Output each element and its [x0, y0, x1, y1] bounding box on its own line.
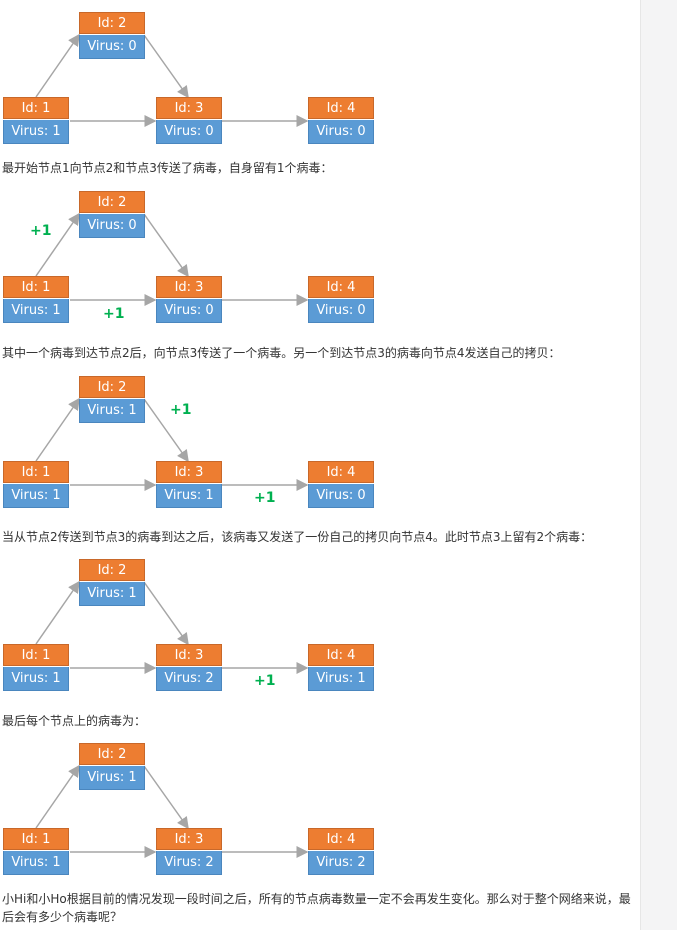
node-virus-label: Virus: 2 [156, 851, 222, 875]
node-2: Id: 2 Virus: 1 [79, 559, 145, 606]
diagram-5: Id: 1 Virus: 1 Id: 2 Virus: 1 Id: 3 Viru… [0, 731, 640, 881]
node-id-label: Id: 2 [79, 12, 145, 34]
node-virus-label: Virus: 0 [79, 35, 145, 59]
diagram-edges [35, 212, 309, 306]
edge-2-3 [143, 581, 189, 646]
edge-1-2 [35, 397, 80, 462]
node-1: Id: 1 Virus: 1 [3, 644, 69, 691]
node-virus-label: Virus: 0 [308, 120, 374, 144]
node-4: Id: 4 Virus: 0 [308, 276, 374, 323]
node-virus-label: Virus: 1 [3, 667, 69, 691]
node-4: Id: 4 Virus: 0 [308, 461, 374, 508]
node-virus-label: Virus: 1 [3, 851, 69, 875]
node-2: Id: 2 Virus: 1 [79, 743, 145, 790]
edge-2-3 [143, 34, 189, 99]
node-id-label: Id: 1 [3, 97, 69, 119]
caption-3: 当从节点2传送到节点3的病毒到达之后，该病毒又发送了一份自己的拷贝向节点4。此时… [2, 530, 593, 544]
node-virus-label: Virus: 1 [79, 399, 145, 423]
edge-1-2 [35, 33, 80, 98]
node-3: Id: 3 Virus: 2 [156, 828, 222, 875]
edge-2-3 [143, 398, 189, 463]
node-3: Id: 3 Virus: 0 [156, 97, 222, 144]
node-virus-label: Virus: 0 [156, 299, 222, 323]
diagram-3: Id: 1 Virus: 1 Id: 2 Virus: 1 Id: 3 Viru… [0, 364, 640, 514]
edge-2-3 [143, 765, 189, 830]
node-id-label: Id: 4 [308, 276, 374, 298]
node-4: Id: 4 Virus: 2 [308, 828, 374, 875]
node-id-label: Id: 2 [79, 559, 145, 581]
node-virus-label: Virus: 1 [156, 484, 222, 508]
node-virus-label: Virus: 1 [308, 667, 374, 691]
diagram-edges [35, 33, 309, 127]
plus-label: +1 [170, 402, 192, 418]
node-id-label: Id: 3 [156, 276, 222, 298]
right-sidebar [640, 0, 677, 930]
plus-label: +1 [254, 490, 276, 506]
plus-label: +1 [254, 673, 276, 689]
edge-1-2 [35, 764, 80, 829]
diagram-1: Id: 1 Virus: 1 Id: 2 Virus: 0 Id: 3 Viru… [0, 0, 640, 150]
node-3: Id: 3 Virus: 0 [156, 276, 222, 323]
node-2: Id: 2 Virus: 1 [79, 376, 145, 423]
node-3: Id: 3 Virus: 2 [156, 644, 222, 691]
node-id-label: Id: 4 [308, 828, 374, 850]
node-virus-label: Virus: 0 [156, 120, 222, 144]
node-3: Id: 3 Virus: 1 [156, 461, 222, 508]
node-id-label: Id: 2 [79, 191, 145, 213]
node-1: Id: 1 Virus: 1 [3, 97, 69, 144]
node-1: Id: 1 Virus: 1 [3, 461, 69, 508]
node-id-label: Id: 3 [156, 828, 222, 850]
node-id-label: Id: 1 [3, 828, 69, 850]
node-id-label: Id: 4 [308, 644, 374, 666]
caption-5: 小Hi和小Ho根据目前的情况发现一段时间之后，所有的节点病毒数量一定不会再发生变… [2, 892, 631, 924]
node-virus-label: Virus: 2 [308, 851, 374, 875]
node-id-label: Id: 1 [3, 461, 69, 483]
node-id-label: Id: 4 [308, 461, 374, 483]
node-virus-label: Virus: 1 [79, 582, 145, 606]
node-2: Id: 2 Virus: 0 [79, 12, 145, 59]
edge-1-2 [35, 580, 80, 645]
node-virus-label: Virus: 0 [79, 214, 145, 238]
node-1: Id: 1 Virus: 1 [3, 276, 69, 323]
node-id-label: Id: 1 [3, 276, 69, 298]
edge-2-3 [143, 213, 189, 278]
node-id-label: Id: 4 [308, 97, 374, 119]
diagram-edges [35, 764, 309, 858]
node-1: Id: 1 Virus: 1 [3, 828, 69, 875]
caption-1: 最开始节点1向节点2和节点3传送了病毒，自身留有1个病毒： [2, 161, 333, 175]
diagram-edges [35, 580, 309, 674]
node-id-label: Id: 2 [79, 743, 145, 765]
node-id-label: Id: 2 [79, 376, 145, 398]
node-id-label: Id: 3 [156, 461, 222, 483]
content-area: Id: 1 Virus: 1 Id: 2 Virus: 0 Id: 3 Viru… [0, 0, 640, 924]
diagram-2: Id: 1 Virus: 1 Id: 2 Virus: 0 Id: 3 Viru… [0, 179, 640, 329]
node-2: Id: 2 Virus: 0 [79, 191, 145, 238]
node-virus-label: Virus: 1 [3, 484, 69, 508]
node-virus-label: Virus: 1 [79, 766, 145, 790]
plus-label: +1 [103, 306, 125, 322]
node-4: Id: 4 Virus: 1 [308, 644, 374, 691]
node-id-label: Id: 3 [156, 97, 222, 119]
diagram-4: Id: 1 Virus: 1 Id: 2 Virus: 1 Id: 3 Viru… [0, 547, 640, 697]
node-4: Id: 4 Virus: 0 [308, 97, 374, 144]
node-virus-label: Virus: 1 [3, 299, 69, 323]
caption-4: 最后每个节点上的病毒为： [2, 714, 147, 728]
node-virus-label: Virus: 0 [308, 484, 374, 508]
node-virus-label: Virus: 1 [3, 120, 69, 144]
caption-2: 其中一个病毒到达节点2后，向节点3传送了一个病毒。另一个到达节点3的病毒向节点4… [2, 346, 561, 360]
node-id-label: Id: 1 [3, 644, 69, 666]
node-virus-label: Virus: 2 [156, 667, 222, 691]
node-id-label: Id: 3 [156, 644, 222, 666]
plus-label: +1 [30, 223, 52, 239]
edge-1-2 [35, 212, 80, 277]
node-virus-label: Virus: 0 [308, 299, 374, 323]
diagram-edges [35, 397, 309, 491]
